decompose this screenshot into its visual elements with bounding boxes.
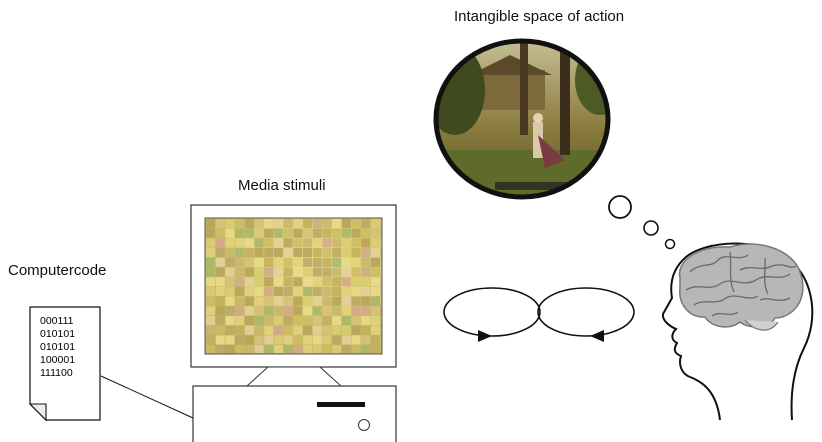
monitor-stand	[245, 366, 343, 387]
thought-dot-medium	[643, 220, 659, 236]
computer	[190, 204, 397, 442]
computer-base	[192, 385, 397, 442]
code-line-4: 100001	[40, 354, 75, 366]
media-stimuli-label: Media stimuli	[238, 177, 326, 194]
computer-code-label: Computercode	[8, 262, 107, 279]
page-fold	[28, 403, 47, 422]
code-line-3: 010101	[40, 341, 75, 353]
code-connector-line	[100, 375, 194, 419]
loop-arrow-right	[478, 330, 492, 342]
thought-dot-large	[608, 195, 632, 219]
interaction-loop	[443, 287, 635, 342]
code-line-1: 000111	[40, 315, 74, 327]
loop-arrow-left	[590, 330, 604, 342]
pixel-mosaic	[206, 219, 381, 353]
head-with-brain	[661, 242, 814, 421]
intangible-space-label: Intangible space of action	[454, 8, 625, 25]
game-scene-bubble	[433, 38, 611, 200]
code-document: 000111 010101 010101 100001 111100	[28, 306, 101, 422]
code-line-2: 010101	[40, 328, 75, 340]
power-button	[358, 419, 370, 431]
code-line-5: 111100	[40, 367, 73, 379]
drive-slot	[317, 402, 365, 407]
thought-dot-small	[664, 238, 676, 250]
